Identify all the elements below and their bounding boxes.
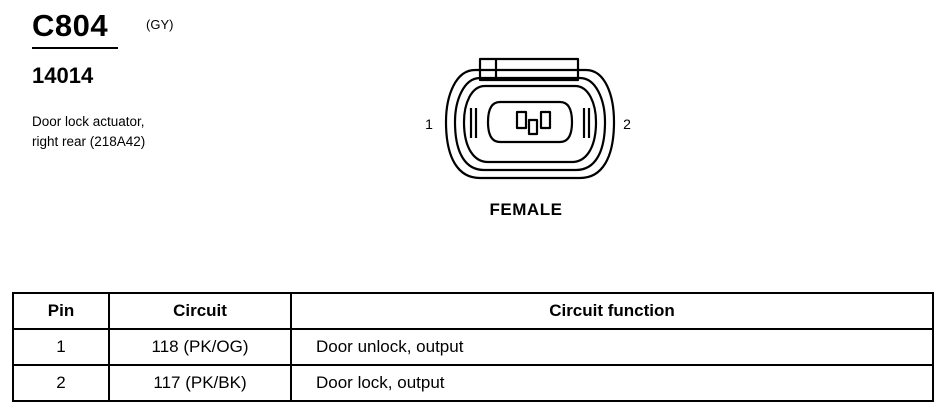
header-function: Circuit function: [290, 292, 934, 330]
description-line-2: right rear (218A42): [32, 134, 146, 149]
cell-function: Door lock, output: [290, 364, 934, 402]
pin-label-1: 1: [425, 116, 433, 132]
terminal-cavity: [486, 100, 574, 144]
inner-shell-outer: [453, 76, 607, 172]
keyway: [527, 118, 539, 136]
header-pin: Pin: [12, 292, 110, 330]
connector-description: Door lock actuator, right rear (218A42): [32, 112, 145, 152]
header-circuit: Circuit: [108, 292, 292, 330]
cell-pin: 2: [12, 364, 110, 402]
connector-id: C804: [32, 8, 109, 43]
pin-label-2: 2: [623, 116, 631, 132]
table-header-row: Pin Circuit Circuit function: [12, 292, 934, 330]
pin-table: Pin Circuit Circuit function 1 118 (PK/O…: [12, 292, 934, 402]
cell-circuit: 118 (PK/OG): [108, 328, 292, 366]
cell-pin: 1: [12, 328, 110, 366]
connector-color: (GY): [146, 17, 174, 32]
table-row: 1 118 (PK/OG) Door unlock, output: [12, 328, 934, 366]
inner-shell-inner: [462, 84, 598, 164]
cell-circuit: 117 (PK/BK): [108, 364, 292, 402]
description-line-1: Door lock actuator,: [32, 114, 145, 129]
part-number: 14014: [32, 63, 94, 88]
connector-housing: [444, 68, 616, 180]
cell-function: Door unlock, output: [290, 328, 934, 366]
table-row: 2 117 (PK/BK) Door lock, output: [12, 364, 934, 402]
title-divider: [32, 47, 118, 49]
terminal-2: [539, 110, 552, 130]
connector-gender: FEMALE: [489, 200, 563, 219]
connector-face-diagram: 1 2: [425, 57, 631, 180]
terminal-1: [515, 110, 528, 130]
